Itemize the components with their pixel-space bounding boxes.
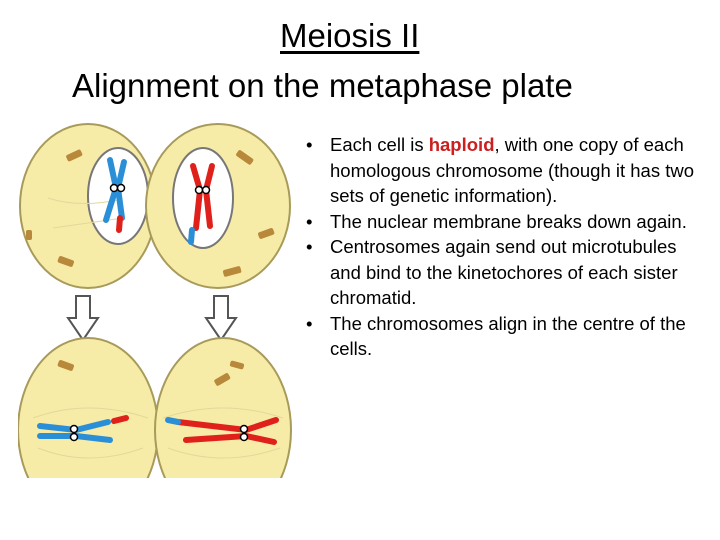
centrosome-icon <box>66 149 83 162</box>
page-title: Meiosis II <box>35 16 720 56</box>
bullet-list: • Each cell is haploid, with one copy of … <box>300 132 712 362</box>
page-subtitle: Alignment on the metaphase plate <box>72 67 573 104</box>
cell-top-right <box>145 123 291 289</box>
title-line1: Meiosis II <box>280 17 420 54</box>
bullet-text: The nuclear membrane breaks down again. <box>330 210 687 232</box>
centromere-icon <box>69 424 79 434</box>
bullet-item: • Centrosomes again send out microtubules… <box>300 234 712 311</box>
cell-bottom-right <box>154 337 292 478</box>
nucleus <box>172 147 234 249</box>
chromosome-red <box>165 417 279 445</box>
chromosome-red <box>188 163 215 245</box>
bullet-text: , with one copy of each homologous chrom… <box>330 134 695 206</box>
bullet-dot: • <box>306 210 313 232</box>
highlight-haploid: haploid <box>428 134 495 155</box>
centromere-icon <box>194 185 204 195</box>
bullet-item: • The nuclear membrane breaks down again. <box>300 209 712 235</box>
down-arrow-icon <box>66 295 100 342</box>
centrosome-icon <box>236 150 254 165</box>
bullet-dot: • <box>306 236 313 257</box>
chromosome-blue <box>103 157 127 233</box>
centrosome-icon <box>57 360 74 371</box>
meiosis-diagram <box>18 123 292 478</box>
bullet-dot: • <box>306 134 313 155</box>
centrosome-icon <box>214 373 231 386</box>
centromere-icon <box>239 424 249 434</box>
down-arrow-icon <box>204 295 238 342</box>
bullet-item: • Each cell is haploid, with one copy of … <box>300 132 712 209</box>
bullet-text: Centrosomes again send out microtubules … <box>330 236 678 308</box>
bullet-dot: • <box>306 312 313 334</box>
bullet-text: The chromosomes align in the centre of t… <box>330 312 686 360</box>
cell-bottom-left <box>18 337 159 478</box>
bullet-text: Each cell is <box>330 134 429 155</box>
chromosome-blue <box>37 415 129 443</box>
bullet-item: • The chromosomes align in the centre of … <box>300 311 712 362</box>
cell-top-left <box>19 123 157 289</box>
centromere-icon <box>109 183 119 193</box>
